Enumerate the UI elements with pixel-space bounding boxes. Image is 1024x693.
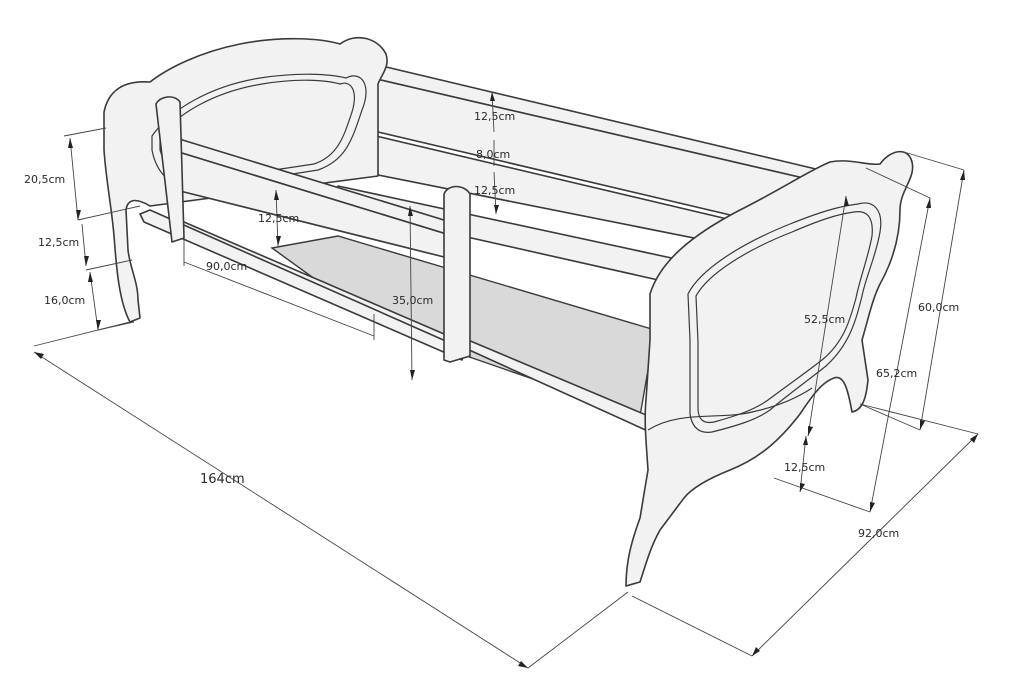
label-inner-depth: 35,0cm — [392, 294, 433, 307]
label-back-board-gap: 8,0cm — [476, 148, 510, 161]
label-headboard-height: 65,2cm — [876, 367, 917, 380]
label-headboard-panel: 52,5cm — [804, 313, 845, 326]
right-footboard — [625, 150, 914, 587]
label-back-board-bottom: 12,5cm — [474, 184, 515, 197]
front-post-right — [443, 185, 471, 363]
label-left-top-section: 20,5cm — [24, 173, 65, 186]
dimension-lines — [33, 91, 979, 669]
footboard-panel — [687, 202, 882, 433]
label-total-length: 164cm — [200, 472, 245, 487]
footboard-apron — [647, 387, 813, 431]
label-left-mid-section: 12,5cm — [38, 236, 79, 249]
label-total-width: 92,0cm — [858, 527, 899, 540]
label-left-leg-height: 16,0cm — [44, 294, 85, 307]
label-rail-gap-front: 12,5cm — [258, 212, 299, 225]
front-post-left — [155, 96, 185, 243]
label-guard-opening: 90,0cm — [206, 260, 247, 273]
label-leg-clearance-right: 12,5cm — [784, 461, 825, 474]
footboard-panel-inner — [695, 211, 873, 424]
label-back-board-top: 12,5cm — [474, 110, 515, 123]
label-footboard-height: 60,0cm — [918, 301, 959, 314]
